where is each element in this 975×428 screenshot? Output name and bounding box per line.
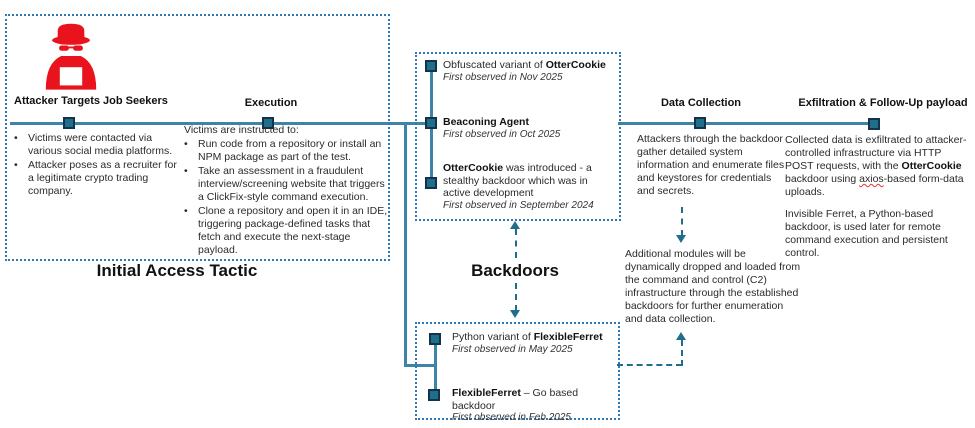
- stage-heading-attacker: Attacker Targets Job Seekers: [14, 95, 168, 107]
- stage-heading-execution: Execution: [244, 97, 298, 109]
- bullet-glyph: •: [184, 138, 188, 150]
- arrow-up-icon: [676, 332, 686, 340]
- stage-heading-exfiltration: Exfiltration & Follow-Up payload: [798, 97, 968, 109]
- entry-title: Obfuscated variant of OtterCookie: [443, 59, 606, 71]
- bullet-glyph: •: [184, 205, 188, 217]
- timeline-branch-vertical: [404, 123, 407, 366]
- axios-misspelling-underline: axios: [859, 173, 884, 185]
- exfiltration-para2: Invisible Ferret, a Python-based backdoo…: [785, 208, 948, 259]
- elbow-connector-horizontal: [617, 364, 682, 366]
- entry-title: FlexibleFerret – Go based backdoor: [452, 387, 579, 412]
- arrow-down-icon: [676, 235, 686, 243]
- timeline-line-right: [618, 122, 875, 125]
- entry-title: Python variant of FlexibleFerret: [452, 331, 603, 343]
- backdoors-title: Backdoors: [471, 261, 559, 280]
- backdoor-entry-go-ferret: FlexibleFerret – Go based backdoor First…: [452, 387, 614, 424]
- additional-modules-body: Additional modules will be dynamically d…: [625, 248, 801, 325]
- entry-title: OtterCookie was introduced - a stealthy …: [443, 162, 592, 199]
- backdoors-arrow-up-line: [514, 229, 517, 258]
- timeline-branch-horizontal: [404, 364, 437, 367]
- entry-date: First observed in Nov 2025: [443, 71, 563, 83]
- list-item: • Clone a repository and open it in an I…: [184, 205, 388, 256]
- timeline-marker-ottercookie: [425, 177, 437, 189]
- backdoors-top-box: [415, 52, 621, 221]
- initial-access-title: Initial Access Tactic: [96, 261, 258, 280]
- entry-date: First observed in September 2024: [443, 199, 594, 211]
- stage-heading-data-collection: Data Collection: [660, 97, 742, 109]
- arrow-down-icon: [510, 310, 520, 318]
- entry-date: First observed in Oct 2025: [443, 128, 561, 140]
- timeline-marker-go-flexibleferret: [428, 389, 440, 401]
- backdoor-entry-obfuscated: Obfuscated variant of OtterCookie First …: [443, 59, 615, 84]
- elbow-connector-vertical: [680, 340, 683, 366]
- timeline-marker-attacker: [63, 117, 75, 129]
- execution-instructions: Victims are instructed to: • Run code fr…: [184, 124, 391, 258]
- list-item: • Attacker poses as a recruiter for a le…: [14, 159, 177, 197]
- entry-date: First observed in Feb 2025: [452, 412, 571, 423]
- timeline-marker-beaconing-agent: [425, 117, 437, 129]
- data-collection-body: Attackers through the backdoor gather de…: [637, 133, 785, 197]
- execution-intro: Victims are instructed to:: [184, 124, 299, 136]
- initial-access-box: [5, 14, 390, 261]
- bullet-glyph: •: [184, 165, 188, 177]
- timeline-marker-execution: [262, 117, 274, 129]
- timeline-line-left: [10, 122, 432, 125]
- bottom-box-connector-line: [434, 339, 437, 395]
- timeline-marker-obfuscated-variant: [425, 60, 437, 72]
- timeline-marker-data-collection: [694, 117, 706, 129]
- list-item: • Take an assessment in a fraudulent int…: [184, 165, 385, 203]
- list-item: • Victims were contacted via various soc…: [14, 132, 173, 157]
- backdoors-bottom-box: [415, 322, 620, 420]
- backdoors-arrow-down-line: [514, 283, 517, 311]
- bullet-glyph: •: [14, 159, 18, 171]
- entry-title: Beaconing Agent: [443, 116, 529, 128]
- timeline-marker-exfiltration: [868, 118, 880, 130]
- list-item: • Run code from a repository or install …: [184, 138, 382, 163]
- data-collection-arrow-line: [680, 207, 683, 236]
- arrow-up-icon: [510, 221, 520, 229]
- backdoor-entry-python-ferret: Python variant of FlexibleFerret First o…: [452, 331, 612, 356]
- backdoor-entry-beaconing: Beaconing Agent First observed in Oct 20…: [443, 116, 615, 141]
- exfiltration-body: Collected data is exfiltrated to attacke…: [785, 134, 968, 260]
- spy-hacker-icon: [36, 20, 106, 92]
- exfiltration-para1: Collected data is exfiltrated to attacke…: [785, 134, 967, 198]
- entry-date: First observed in May 2025: [452, 343, 573, 355]
- backdoor-entry-ottercookie: OtterCookie was introduced - a stealthy …: [443, 162, 617, 212]
- attacker-bullet-list: • Victims were contacted via various soc…: [14, 132, 177, 199]
- timeline-marker-python-flexibleferret: [429, 333, 441, 345]
- bullet-glyph: •: [14, 132, 18, 144]
